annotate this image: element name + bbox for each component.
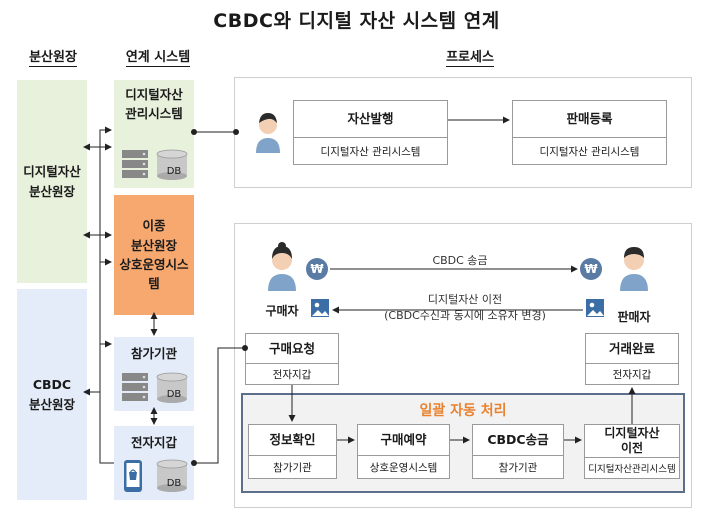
participant-system-label: 참가기관 — [130, 346, 177, 361]
asset-management-system: 디지털자산 관리시스템 DB — [114, 80, 194, 188]
won-coin-icon: ₩ — [306, 258, 328, 280]
trade-complete-title: 거래완료 — [608, 340, 655, 356]
column-header-systems: 연계 시스템 — [108, 46, 208, 67]
wallet-system-label: 전자지갑 — [130, 435, 177, 450]
listing-sub: 디지털자산 관리시스템 — [513, 137, 666, 164]
purchase-request-box: 구매요청 전자지갑 — [245, 333, 339, 385]
asset-issue-box: 자산발행 디지털자산 관리시스템 — [293, 100, 448, 165]
db-label: DB — [166, 166, 182, 177]
asset-issue-title: 자산발행 — [347, 111, 394, 127]
purchase-request-sub: 전자지갑 — [246, 363, 338, 384]
server-icon — [122, 149, 188, 180]
buyer-label: 구매자 — [265, 304, 299, 318]
asset-image-icon — [586, 299, 604, 317]
step-sub: 디지털자산관리시스템 — [585, 457, 679, 478]
trade-complete-box: 거래완료 전자지갑 — [585, 333, 679, 385]
step-title: CBDC송금 — [487, 432, 549, 448]
diagram-title: CBDC와 디지털 자산 시스템 연계 — [213, 10, 500, 32]
participant-system: 참가기관 DB — [114, 337, 194, 411]
batch-title: 일괄 자동 처리 — [419, 403, 507, 419]
batch-step-box: 정보확인 참가기관 — [248, 424, 337, 479]
digital-asset-ledger-label: 디지털자산 분산원장 — [23, 163, 81, 199]
cbdc-ledger-label: CBDC 분산원장 — [28, 376, 75, 412]
person-icon — [268, 242, 296, 291]
step-sub: 참가기관 — [473, 455, 563, 478]
person-icon — [256, 113, 280, 153]
won-coin-icon: ₩ — [580, 258, 602, 280]
listing-title: 판매등록 — [566, 111, 613, 127]
trade-complete-sub: 전자지갑 — [586, 363, 678, 384]
seller-label: 판매자 — [617, 310, 651, 324]
interop-system: 이종 분산원장 상호운영시스템 — [114, 195, 194, 315]
batch-step-box: 구매예약 상호운영시스템 — [357, 424, 450, 479]
asset-issue-sub: 디지털자산 관리시스템 — [294, 137, 447, 164]
step-title: 디지털자산 이전 — [604, 426, 660, 455]
db-label: DB — [166, 478, 182, 489]
server-icon — [122, 372, 188, 403]
asset-management-system-label: 디지털자산 관리시스템 — [125, 87, 183, 121]
listing-box: 판매등록 디지털자산 관리시스템 — [512, 100, 667, 165]
cbdc-transfer-label: CBDC 송금 — [432, 254, 488, 267]
db-label: DB — [166, 389, 182, 400]
asset-image-icon — [311, 299, 329, 317]
batch-step-box: 디지털자산 이전 디지털자산관리시스템 — [584, 424, 680, 479]
person-icon — [620, 247, 648, 291]
column-header-process: 프로세스 — [420, 46, 520, 67]
step-sub: 참가기관 — [249, 455, 336, 478]
purchase-request-title: 구매요청 — [268, 340, 315, 356]
asset-transfer-label: 디지털자산 이전 (CBDC수신과 동시에 소유자 변경) — [384, 293, 546, 322]
step-title: 구매예약 — [380, 432, 427, 448]
interop-system-label: 이종 분산원장 상호운영시스템 — [119, 218, 189, 292]
batch-step-box: CBDC송금 참가기관 — [472, 424, 564, 479]
phone-wallet-icon — [124, 459, 188, 492]
wallet-system: 전자지갑 DB — [114, 426, 194, 500]
cbdc-ledger: CBDC 분산원장 — [17, 289, 87, 500]
column-header-ledgers: 분산원장 — [14, 46, 92, 67]
step-sub: 상호운영시스템 — [358, 455, 449, 478]
step-title: 정보확인 — [269, 432, 316, 448]
digital-asset-ledger: 디지털자산 분산원장 — [17, 80, 87, 283]
